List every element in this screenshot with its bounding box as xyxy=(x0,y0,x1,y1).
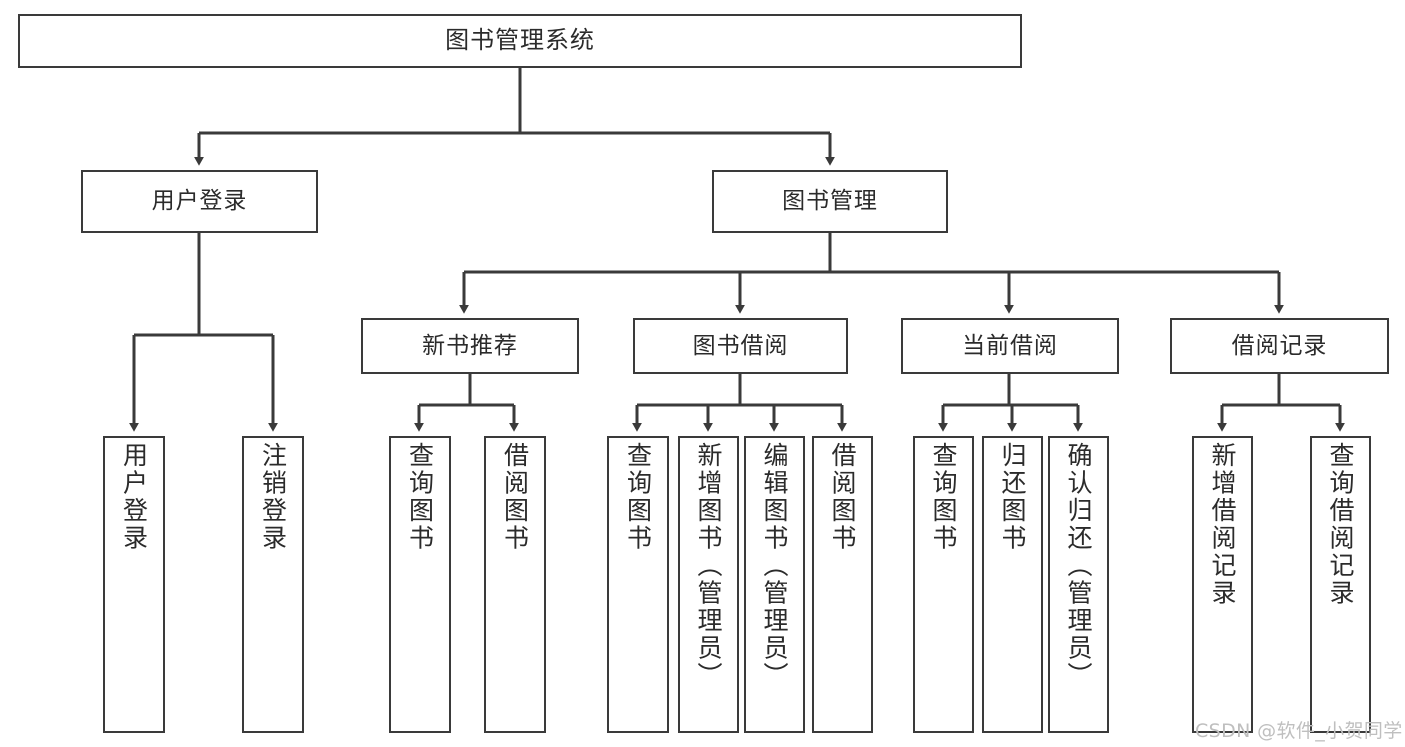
node-label-l-login: 用户登录 xyxy=(119,442,149,552)
node-l-login[interactable]: 用户登录 xyxy=(103,436,165,733)
node-label-l-cu-query: 查询图书 xyxy=(929,442,958,552)
node-label-record: 借阅记录 xyxy=(1231,332,1328,359)
node-label-l-bo-edit: 编辑图书（管理员） xyxy=(760,442,789,690)
node-l-nb-borrow[interactable]: 借阅图书 xyxy=(484,436,546,733)
node-label-bookmgmt: 图书管理 xyxy=(782,188,878,215)
node-l-bo-edit[interactable]: 编辑图书（管理员） xyxy=(744,436,805,733)
node-label-l-nb-query: 查询图书 xyxy=(405,442,435,552)
node-label-root: 图书管理系统 xyxy=(445,26,595,55)
watermark-csdn: CSDN @软件_小贺同学 xyxy=(1195,720,1403,742)
node-l-cu-query[interactable]: 查询图书 xyxy=(913,436,974,733)
node-label-l-bo-query: 查询图书 xyxy=(623,442,653,552)
node-label-l-cu-conf: 确认归还（管理员） xyxy=(1064,442,1093,690)
node-l-re-add[interactable]: 新增借阅记录 xyxy=(1192,436,1253,733)
node-label-l-cu-return: 归还图书 xyxy=(998,442,1027,552)
node-label-l-bo-borrow: 借阅图书 xyxy=(828,442,857,552)
node-borrow[interactable]: 图书借阅 xyxy=(633,318,848,374)
node-label-l-logout: 注销登录 xyxy=(258,442,288,552)
node-l-nb-query[interactable]: 查询图书 xyxy=(389,436,451,733)
node-label-l-bo-add: 新增图书（管理员） xyxy=(694,442,723,690)
node-l-logout[interactable]: 注销登录 xyxy=(242,436,304,733)
node-bookmgmt[interactable]: 图书管理 xyxy=(712,170,948,233)
node-label-login: 用户登录 xyxy=(151,188,248,215)
node-root[interactable]: 图书管理系统 xyxy=(18,14,1022,68)
node-l-cu-conf[interactable]: 确认归还（管理员） xyxy=(1048,436,1109,733)
node-record[interactable]: 借阅记录 xyxy=(1170,318,1389,374)
node-l-bo-query[interactable]: 查询图书 xyxy=(607,436,669,733)
node-l-re-query[interactable]: 查询借阅记录 xyxy=(1310,436,1371,733)
node-label-current: 当前借阅 xyxy=(962,332,1058,359)
node-current[interactable]: 当前借阅 xyxy=(901,318,1119,374)
node-newbook[interactable]: 新书推荐 xyxy=(361,318,579,374)
node-label-l-nb-borrow: 借阅图书 xyxy=(500,442,530,552)
node-label-newbook: 新书推荐 xyxy=(422,332,518,359)
node-l-cu-return[interactable]: 归还图书 xyxy=(982,436,1043,733)
node-label-l-re-query: 查询借阅记录 xyxy=(1326,442,1355,607)
node-l-bo-add[interactable]: 新增图书（管理员） xyxy=(678,436,739,733)
node-login[interactable]: 用户登录 xyxy=(81,170,318,233)
node-l-bo-borrow[interactable]: 借阅图书 xyxy=(812,436,873,733)
node-label-l-re-add: 新增借阅记录 xyxy=(1208,442,1237,607)
node-label-borrow: 图书借阅 xyxy=(692,332,789,359)
